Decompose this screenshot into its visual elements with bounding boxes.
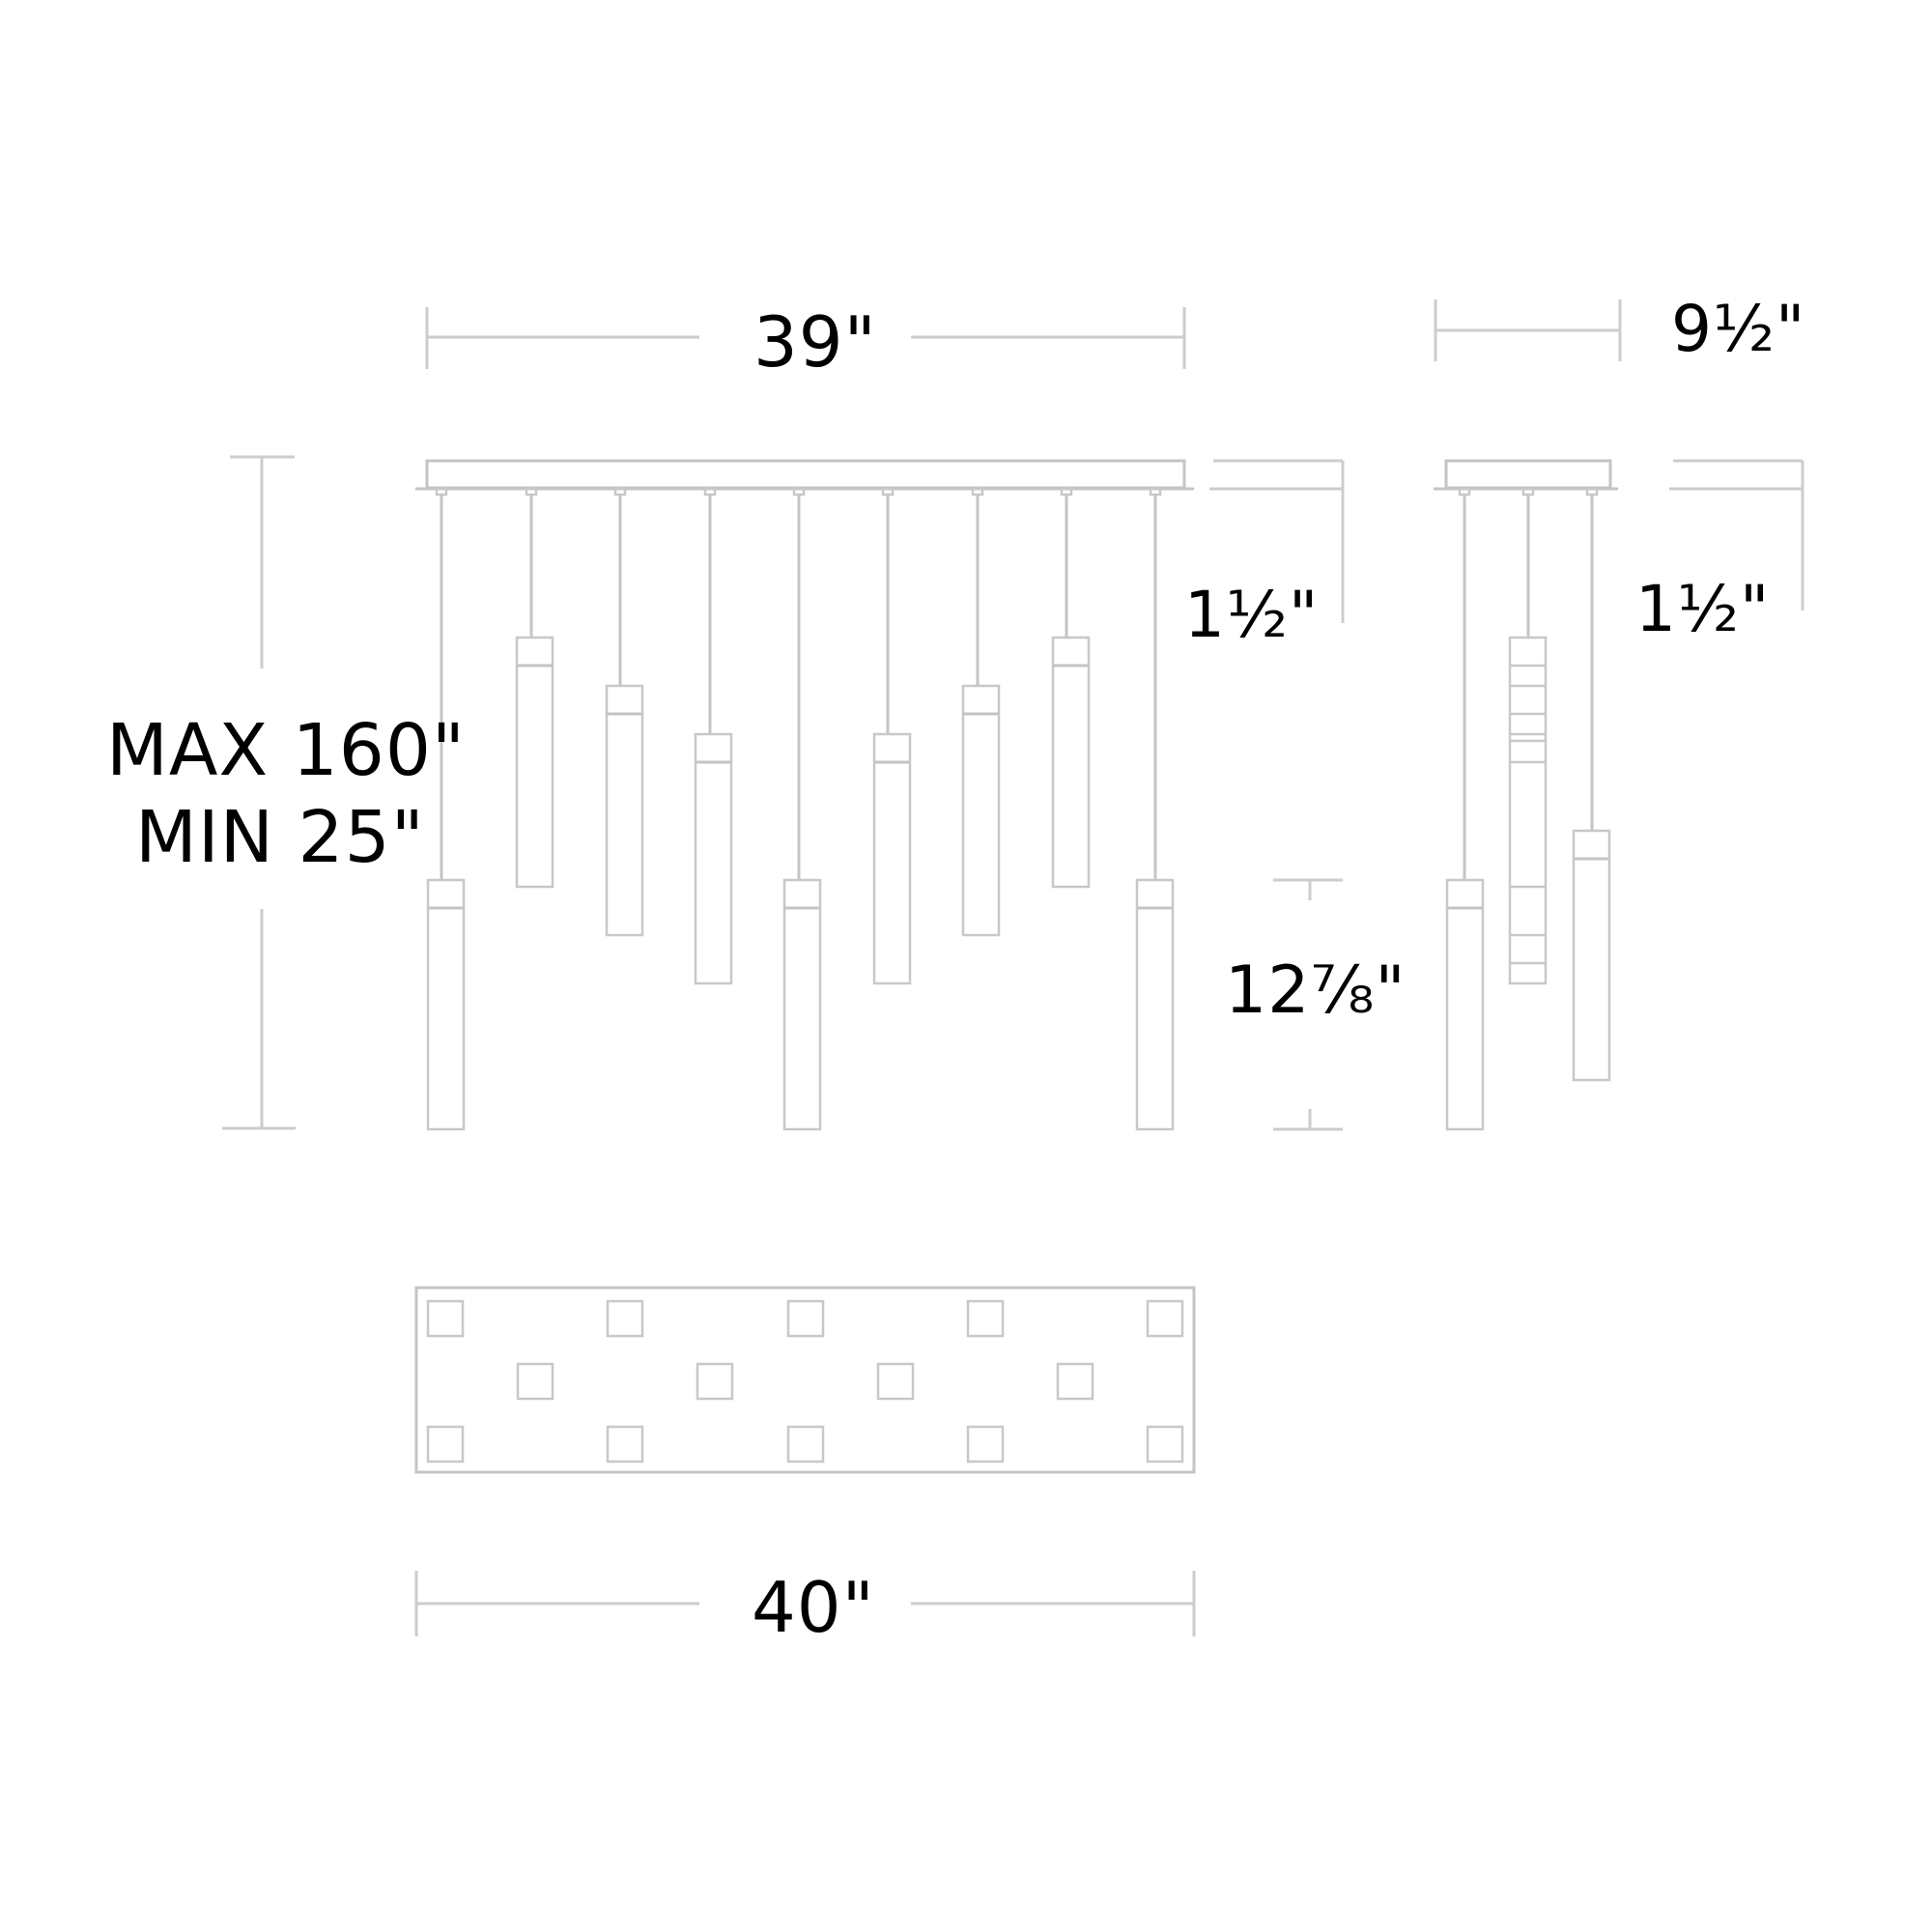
canopy-plan-view <box>414 1286 1196 1474</box>
side-pendant-left <box>1445 487 1485 1131</box>
pendant-1 <box>426 487 466 1131</box>
height-max-label: MAX 160" <box>106 709 466 792</box>
overall-height-dimension <box>222 455 296 1130</box>
front-canopy-height-dimension <box>1209 459 1345 623</box>
pendant-3 <box>605 487 644 937</box>
side-canopy-height-label: 1½" <box>1635 572 1771 646</box>
side-pendant-right <box>1572 487 1611 1082</box>
pendant-length-dimension <box>1273 878 1343 1131</box>
side-canopy-height-dimension <box>1669 459 1804 611</box>
side-pendant-middle-stacked <box>1508 487 1548 985</box>
pendant-8 <box>1051 487 1091 889</box>
front-width-label: 39" <box>753 301 877 383</box>
plate-width-label: 40" <box>752 1567 875 1648</box>
pendant-7 <box>961 487 1001 937</box>
side-depth-label: 9½" <box>1671 292 1806 366</box>
plate-width-dimension <box>414 1571 1196 1636</box>
side-pendants <box>1445 487 1611 1131</box>
front-pendants <box>426 487 1175 1131</box>
front-width-dimension <box>425 307 1186 369</box>
height-min-label: MIN 25" <box>135 796 425 879</box>
pendant-length-label: 12⅞" <box>1225 952 1406 1029</box>
side-depth-dimension <box>1434 299 1622 361</box>
pendant-2 <box>515 487 554 889</box>
pendant-5 <box>782 487 822 1131</box>
pendant-6 <box>872 487 912 985</box>
pendant-4 <box>694 487 733 985</box>
front-canopy-height-label: 1½" <box>1184 578 1320 652</box>
pendant-9 <box>1135 487 1175 1131</box>
side-canopy <box>1434 459 1618 491</box>
front-canopy <box>415 459 1194 491</box>
